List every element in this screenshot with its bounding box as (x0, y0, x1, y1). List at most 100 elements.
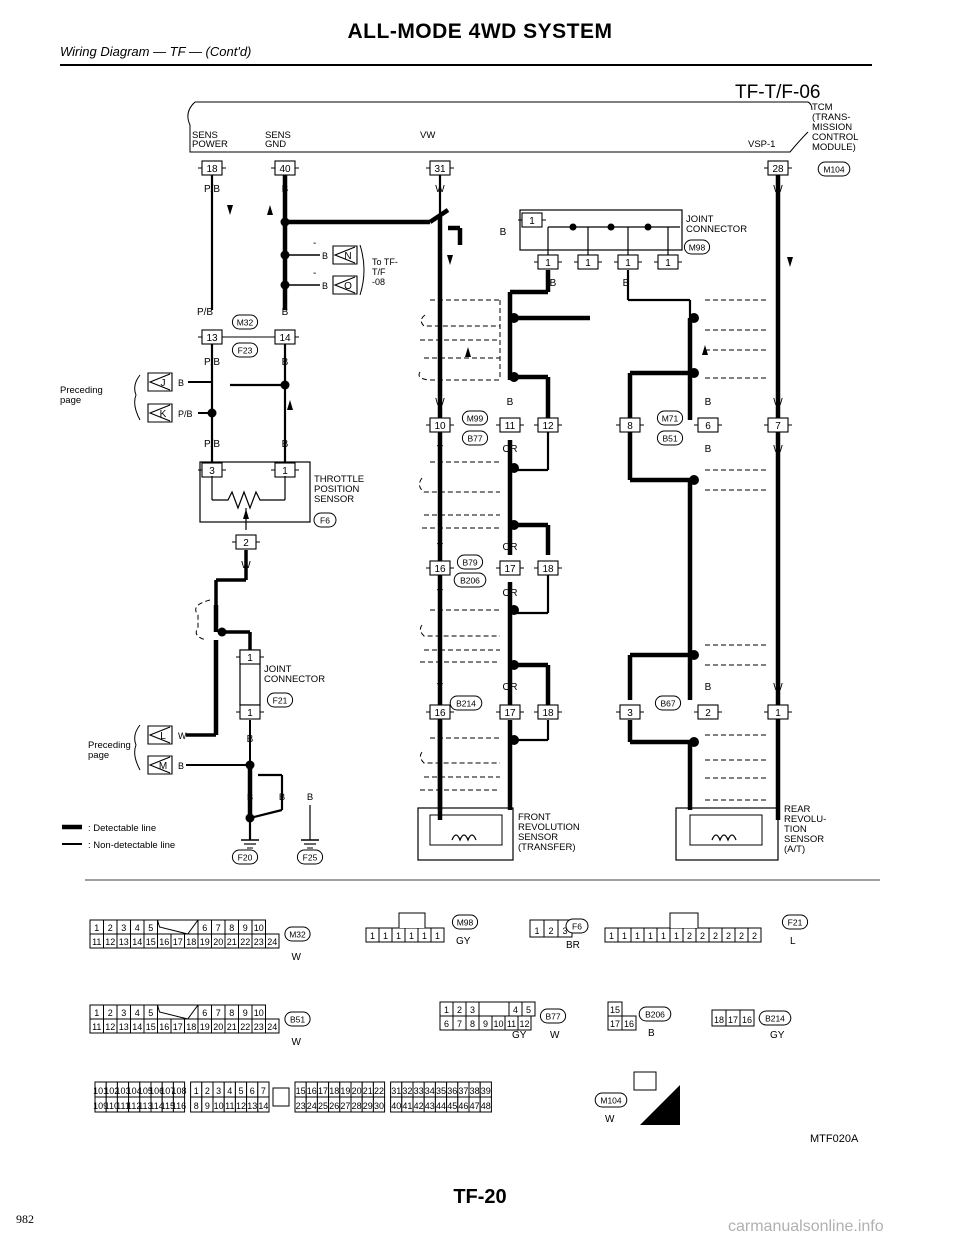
m104-view: 109 (93, 1101, 108, 1111)
m104-view (372, 1096, 386, 1113)
rear-pin: 2 (705, 708, 711, 719)
m104-view: 12 (236, 1101, 246, 1111)
m32-view: 13 (119, 937, 129, 947)
front-pin: 18 (542, 564, 554, 575)
joint-f21-label: JOINT (264, 664, 292, 675)
m104-view: 42 (414, 1101, 424, 1111)
m32-view: 2 (108, 923, 113, 933)
m32-view: 17 (173, 937, 183, 947)
connector-view-id: M98 (457, 918, 474, 928)
splice-dot (280, 380, 290, 390)
front-pin: 16 (434, 564, 446, 575)
connector-color: W (292, 952, 302, 963)
connector-latch (156, 1004, 199, 1020)
connector-view-id (284, 1011, 311, 1027)
joint-pin: 1 (529, 216, 535, 227)
wire-color: B (322, 251, 328, 261)
shield-dashed (705, 644, 768, 666)
rear-sensor-label: SENSOR (784, 834, 824, 845)
m32-view: 16 (159, 937, 169, 947)
m104-view: 101 (93, 1086, 108, 1096)
shield-dashed (705, 734, 768, 801)
tps-label: POSITION (314, 484, 360, 495)
m104-view: 31 (391, 1086, 401, 1096)
b51-view: 3 (121, 1008, 126, 1018)
b206-view: 15 (610, 1005, 620, 1015)
b51-view: 15 (146, 1022, 156, 1032)
hs-label: H.S. (651, 1112, 671, 1123)
connector-color: GY (456, 936, 471, 947)
wire-color: B (178, 761, 184, 771)
m104-view: 9 (205, 1101, 210, 1111)
connector-color: GY (512, 1030, 527, 1041)
m104-view: 24 (307, 1101, 317, 1111)
wire (249, 808, 283, 820)
rear-pin: 6 (705, 421, 711, 432)
tps-pin: 3 (209, 466, 215, 477)
wire-color: B (282, 307, 289, 318)
b206-view (621, 1015, 637, 1031)
tcm-outline (187, 101, 809, 153)
m104-view: 3 (216, 1086, 221, 1096)
f21-view: 1 (661, 931, 666, 941)
m32-view: 6 (202, 923, 207, 933)
m104-view: 29 (363, 1101, 373, 1111)
rear-sensor-label: REVOLU- (784, 814, 826, 825)
page-number: 982 (16, 1212, 34, 1226)
pin: 13 (206, 333, 218, 344)
connector-latch (478, 1001, 510, 1017)
front-sensor-box (417, 807, 514, 861)
joint-pin: 1 (545, 258, 551, 269)
joint-pin: 1 (585, 258, 591, 269)
b51-view: 11 (92, 1022, 101, 1032)
rear-connector-id: B67 (660, 699, 675, 709)
harness-side-icon (640, 1085, 680, 1125)
m98-view: 1 (396, 931, 401, 941)
wire-color: W (178, 731, 187, 741)
tcm-terminal-name: SENS (265, 130, 291, 141)
rear-sensor-box (675, 807, 779, 861)
f21-view: 1 (622, 931, 627, 941)
shield-dashed (419, 737, 500, 791)
rear-sensor-label: REAR (784, 804, 811, 815)
b51-view: 18 (186, 1022, 196, 1032)
b214-view: 17 (728, 1015, 738, 1025)
arrow-down-icon (227, 205, 233, 215)
wire-color: B (282, 439, 289, 450)
connector-view-id (284, 926, 311, 942)
tcm-label: TCM (812, 102, 833, 113)
tcm-outline (195, 101, 813, 111)
preceding-pin-M: M (159, 761, 167, 772)
b51-view (265, 1018, 280, 1034)
front-connector-id (456, 554, 484, 570)
wire-color: B (623, 278, 630, 289)
wire-color: Y (437, 542, 444, 553)
m32-view: 18 (186, 937, 196, 947)
m104-view: 14 (258, 1101, 268, 1111)
m104-view: 30 (374, 1101, 384, 1111)
wire-color: B (322, 281, 328, 291)
shield-dashed (195, 599, 211, 641)
b77-view: 3 (470, 1005, 475, 1015)
m104-view: 7 (261, 1086, 266, 1096)
b206-view: 16 (624, 1019, 634, 1029)
wire-color: B (307, 792, 313, 803)
connector-view-id: B51 (290, 1015, 305, 1025)
legend-text: : Non-detectable line (88, 840, 175, 851)
b77-view: 12 (519, 1019, 529, 1029)
splice-dot (569, 223, 577, 231)
front-connector-id (453, 572, 487, 588)
m104-view: 4 (227, 1086, 232, 1096)
m104-view: 1 (194, 1086, 199, 1096)
m104-view: 107 (160, 1086, 175, 1096)
wire-color: B (705, 397, 712, 408)
page-id: TF-20 (453, 1186, 507, 1208)
front-sensor-inner (429, 814, 503, 846)
rear-connector-id: B51 (662, 434, 677, 444)
m98-view: 1 (370, 931, 375, 941)
m104-view: 108 (171, 1086, 186, 1096)
f21-view: 1 (635, 931, 640, 941)
wire-color: Y (437, 444, 444, 455)
m104-view: 40 (391, 1101, 401, 1111)
connector-latch (669, 912, 699, 928)
